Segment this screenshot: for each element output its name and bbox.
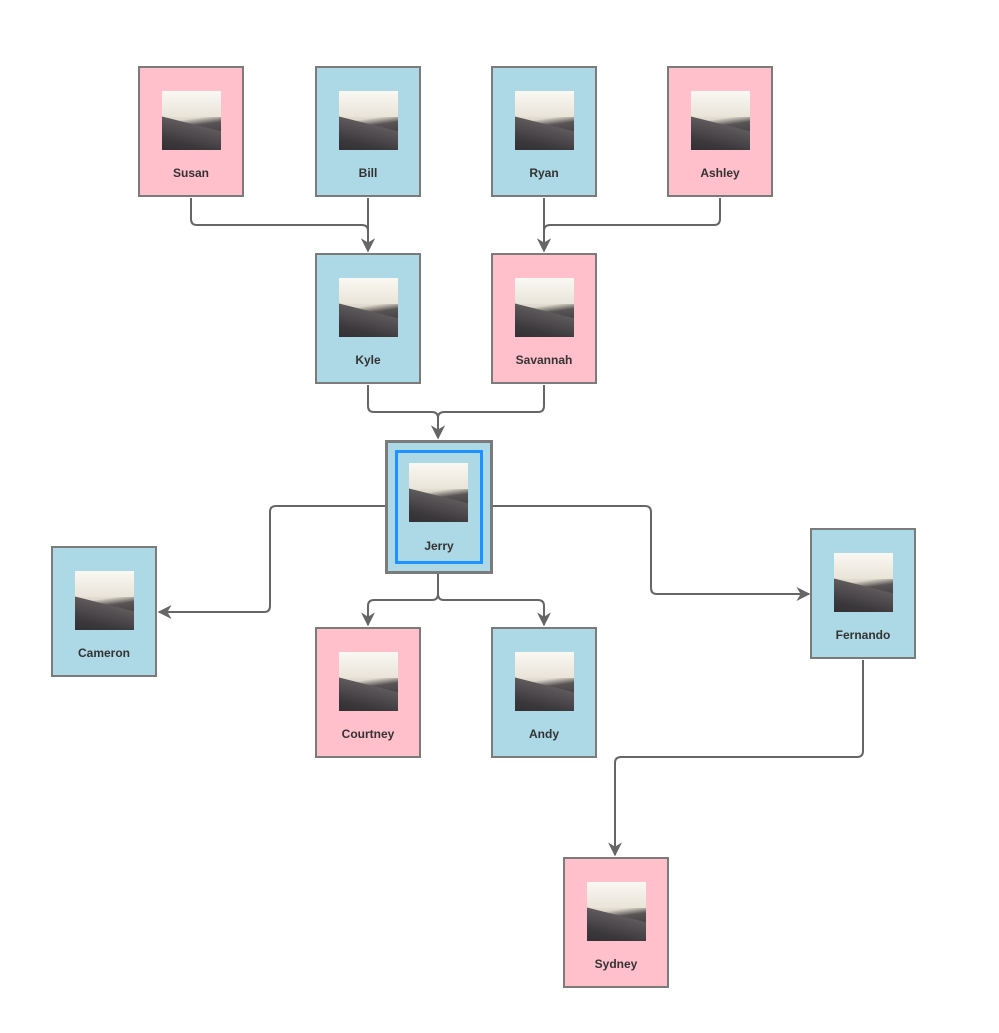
person-card-andy[interactable]: Andy [491, 627, 597, 758]
person-photo [339, 652, 398, 711]
person-photo [587, 882, 646, 941]
edge-jerry-fernando [491, 505, 811, 601]
person-photo [409, 463, 468, 522]
person-card-savannah[interactable]: Savannah [491, 253, 597, 384]
person-name: Courtney [341, 727, 395, 741]
person-photo [515, 652, 574, 711]
person-card-kyle[interactable]: Kyle [315, 253, 421, 384]
person-photo [75, 571, 134, 630]
person-card-ryan[interactable]: Ryan [491, 66, 597, 197]
person-photo [339, 91, 398, 150]
person-card-cameron[interactable]: Cameron [51, 546, 157, 677]
person-name: Kyle [355, 353, 381, 367]
person-name: Ashley [700, 166, 740, 180]
person-photo [339, 278, 398, 337]
person-photo [162, 91, 221, 150]
person-photo [691, 91, 750, 150]
person-name: Fernando [835, 628, 891, 642]
person-card-jerry[interactable]: Jerry [385, 440, 493, 574]
edge-ashley-savannah [537, 198, 721, 253]
edge-jerry-andy [437, 573, 551, 627]
person-name: Cameron [77, 646, 130, 660]
edge-kyle-jerry [367, 385, 445, 440]
person-card-fernando[interactable]: Fernando [810, 528, 916, 659]
person-photo [515, 91, 574, 150]
person-card-bill[interactable]: Bill [315, 66, 421, 197]
edge-jerry-courtney [361, 573, 439, 627]
edge-susan-kyle [190, 198, 375, 253]
person-card-sydney[interactable]: Sydney [563, 857, 669, 988]
person-card-susan[interactable]: Susan [138, 66, 244, 197]
edge-savannah-jerry [431, 385, 545, 440]
person-name: Bill [358, 166, 378, 180]
person-card-courtney[interactable]: Courtney [315, 627, 421, 758]
person-name: Andy [529, 727, 559, 741]
person-name: Sydney [594, 957, 638, 971]
person-card-ashley[interactable]: Ashley [667, 66, 773, 197]
selection-highlight [395, 450, 483, 564]
person-name: Jerry [424, 539, 454, 553]
edge-jerry-cameron [157, 505, 385, 619]
person-photo [834, 553, 893, 612]
person-name: Savannah [515, 353, 573, 367]
person-photo [515, 278, 574, 337]
person-name: Susan [172, 166, 209, 180]
person-name: Ryan [529, 166, 559, 180]
edge-fernando-sydney [608, 660, 864, 857]
